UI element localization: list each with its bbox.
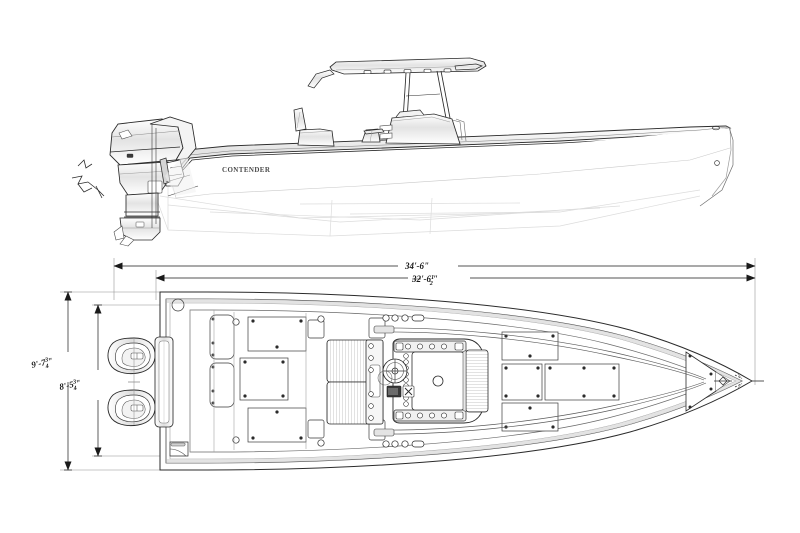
dimension-hull-beam-label: 8'-534" xyxy=(58,377,82,395)
outrigger-port xyxy=(307,69,335,89)
outrigger-starboard xyxy=(454,63,483,71)
console-hatch xyxy=(432,375,444,387)
leaning-post xyxy=(361,128,385,143)
steering-wheel xyxy=(377,358,408,386)
aft-seat-back xyxy=(293,107,307,132)
outboard-engine-second xyxy=(149,116,197,161)
engine-port xyxy=(107,337,156,375)
deck-hatch-2 xyxy=(239,357,289,401)
dimension-overall-length-label: 34'-6" xyxy=(404,261,429,271)
deck-hatch-3 xyxy=(247,407,307,443)
fishbox-starboard xyxy=(209,362,235,408)
hull-profile xyxy=(164,125,734,207)
jump-seat-port xyxy=(307,319,325,339)
forward-seating xyxy=(501,331,620,432)
cockpit-hatches xyxy=(239,316,307,443)
forward-center-hatch xyxy=(501,363,543,401)
livewell xyxy=(189,310,307,452)
extension-lines xyxy=(60,258,756,471)
forward-console-seat xyxy=(465,349,489,413)
engine-starboard xyxy=(107,389,156,427)
starboard-profile-view: CONTENDER xyxy=(71,57,734,247)
leaning-post-rod-holders xyxy=(368,343,374,421)
dimension-hull-beam: 8'-534" xyxy=(58,304,102,457)
rod-holders-top xyxy=(363,68,452,75)
stern-cleat xyxy=(171,298,185,312)
propeller xyxy=(113,225,135,247)
transom-bracket xyxy=(154,336,174,428)
dimension-overall-length: 34'-6" xyxy=(113,261,756,271)
jump-seat-starboard xyxy=(307,419,325,439)
leaning-post-backrest xyxy=(369,364,381,398)
aft-seat xyxy=(293,107,335,147)
console-dash-detail xyxy=(403,353,409,407)
deck-plan-view xyxy=(107,291,764,471)
spray-detail-icon xyxy=(71,159,105,199)
console-assembly xyxy=(377,338,489,424)
console-windscreen xyxy=(395,109,425,118)
outboard-lower-leg xyxy=(125,192,159,217)
outboard-engine xyxy=(71,116,199,247)
hull-logo-label: CONTENDER xyxy=(222,166,271,174)
transom-door xyxy=(169,441,189,457)
dimension-overall-beam: 9'-734" xyxy=(30,291,72,471)
leaning-post-seat xyxy=(326,339,384,425)
hull-logo: CONTENDER xyxy=(222,166,271,174)
leaning-post-cushion xyxy=(363,128,385,135)
gunwale-cap-rail xyxy=(373,325,707,437)
deck-hatch-1 xyxy=(247,316,307,352)
bow-cleat xyxy=(712,125,720,166)
console-rod-holders xyxy=(395,342,464,420)
dimension-overall-beam-label: 9'-734" xyxy=(30,355,54,373)
bow-casting-deck xyxy=(544,363,620,401)
bow-cleat-plan xyxy=(714,373,743,389)
fishbox-port xyxy=(209,314,235,360)
transom xyxy=(165,152,196,196)
center-console xyxy=(379,109,467,145)
waterline xyxy=(149,185,701,237)
engines-plan xyxy=(107,337,156,427)
gunwale-rod-holders xyxy=(232,314,425,448)
helm-display xyxy=(386,385,415,398)
